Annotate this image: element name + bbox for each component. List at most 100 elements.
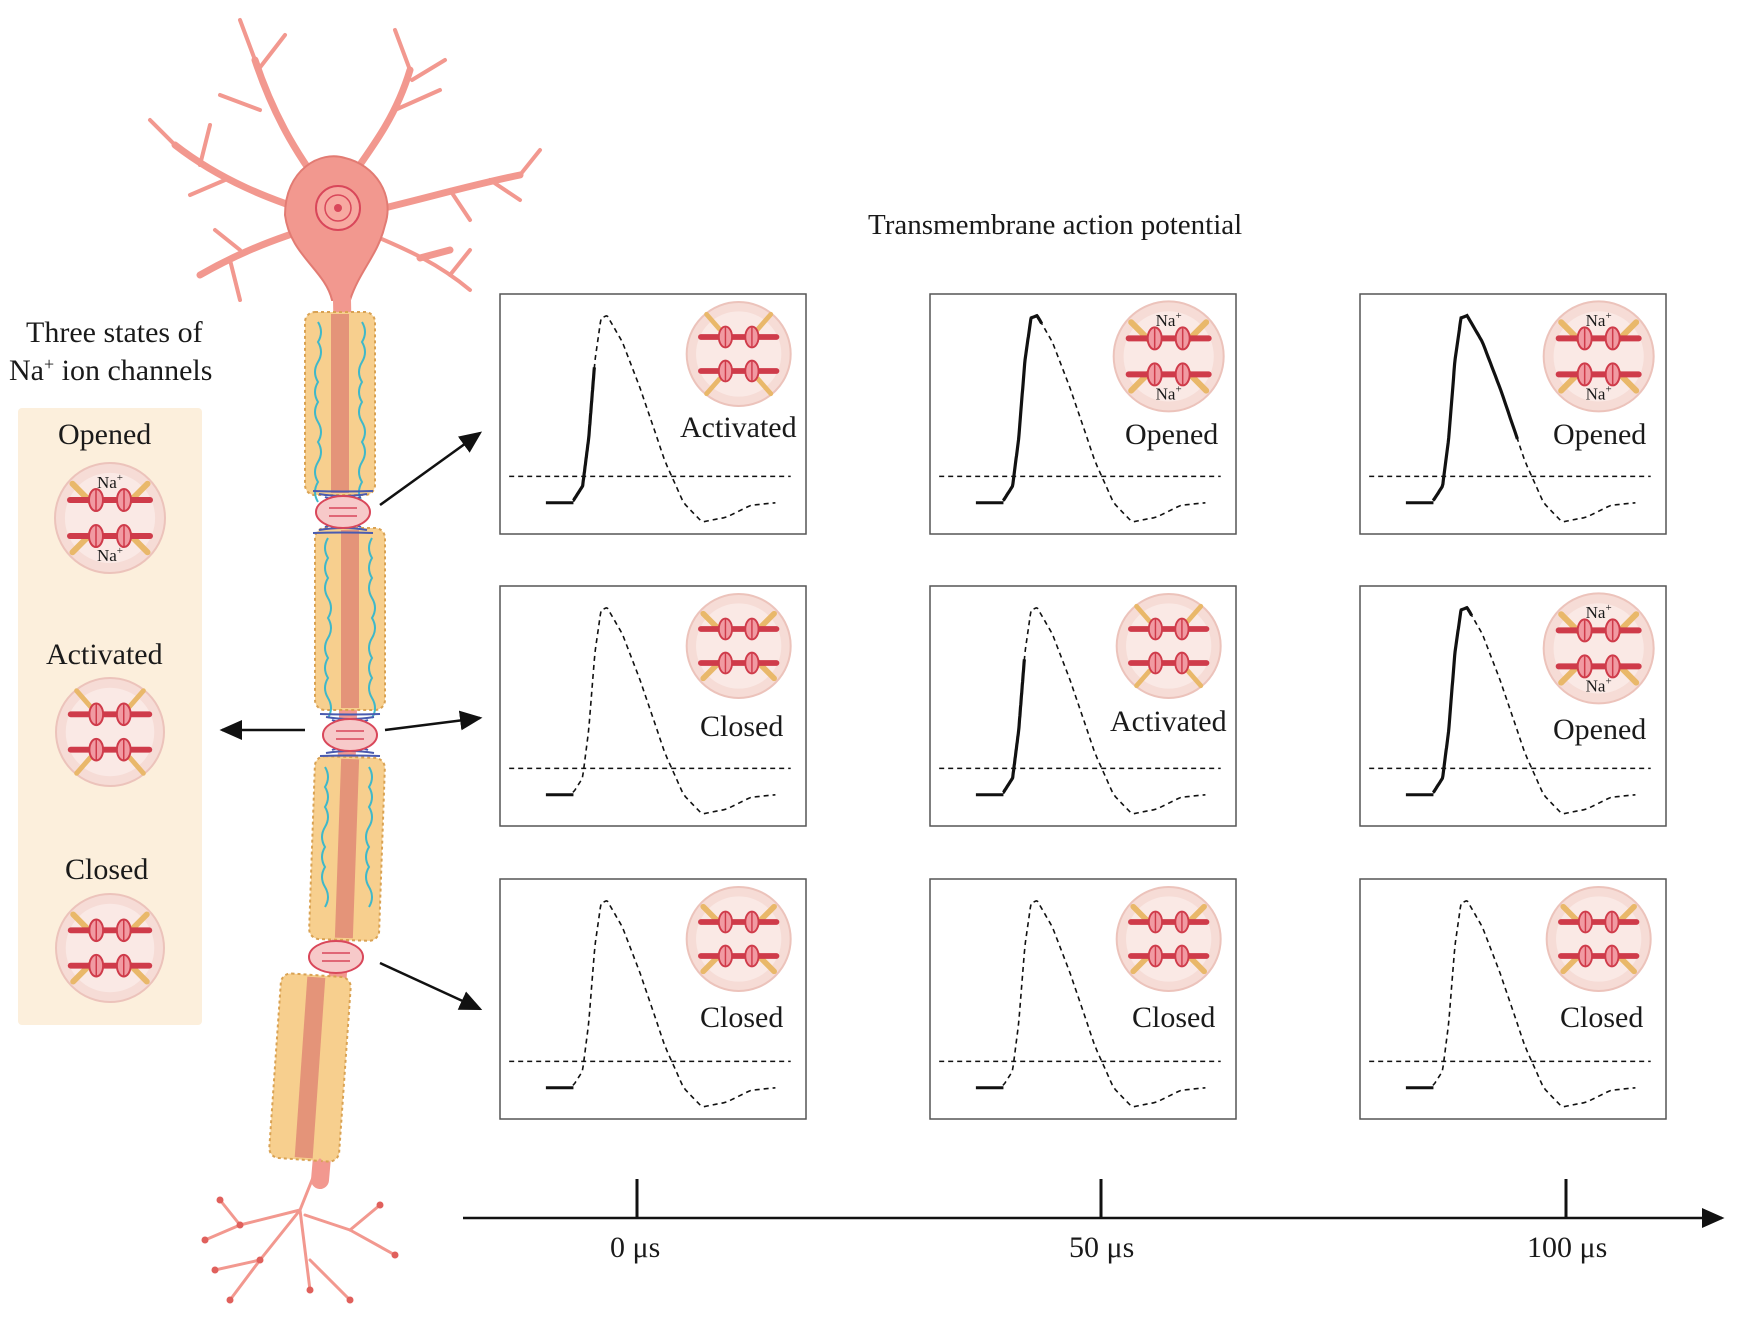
- dendrite: [393, 28, 412, 72]
- connector-arrow: [384, 710, 483, 732]
- legend-heading-line1: Three states of: [26, 316, 203, 349]
- dendrite: [148, 118, 177, 147]
- channel-inner: [65, 687, 155, 777]
- potential-curve-dashed: [1002, 607, 1206, 815]
- na-ion-top-label: Na+: [1586, 310, 1612, 330]
- connector-arrow: [379, 961, 483, 1011]
- legend-icon-opened: Na+ Na+: [54, 462, 166, 574]
- potential-panel-r3c3: [1359, 878, 1667, 1120]
- potential-curve-solid: [1001, 313, 1044, 502]
- synaptic-bouton: [236, 1221, 244, 1229]
- field-line: [319, 754, 381, 757]
- potential-panel-r2c3: Na+ Na+: [1359, 585, 1667, 827]
- legend-label-activated: Activated: [46, 638, 163, 671]
- potential-curve-solid: [1431, 605, 1474, 794]
- potential-panel-r1c1: [499, 293, 807, 535]
- legend-heading-ion: Na: [9, 354, 44, 387]
- na-channel-icon: [685, 301, 792, 407]
- panel-label-r3c3: Closed: [1560, 1001, 1644, 1034]
- potential-curve-dashed: [572, 607, 776, 815]
- local-current: [368, 537, 376, 719]
- channel-arm: [1185, 668, 1204, 689]
- na-ion-bottom-label: Na+: [1586, 383, 1612, 403]
- channel-arm: [127, 755, 146, 776]
- potential-curve-dashed: [1002, 315, 1206, 523]
- axon-terminal: [228, 1258, 262, 1302]
- na-channel-icon: [1545, 886, 1652, 992]
- nucleolus-center: [334, 204, 342, 212]
- potential-panel-grid: Na+Na+Na+Na+Na+Na+: [499, 293, 1667, 1120]
- diagram-title: Transmembrane action potential: [868, 209, 1243, 241]
- dendrite: [238, 18, 257, 62]
- dendrite: [256, 33, 287, 72]
- node-of-ranvier: [322, 718, 378, 752]
- panel-label-r1c2: Opened: [1125, 418, 1219, 451]
- legend-heading-suffix: ion channels: [54, 354, 213, 387]
- dendrite: [518, 148, 542, 177]
- local-current: [358, 321, 366, 503]
- na-channel-icon: [1115, 593, 1222, 699]
- channel-inner: [696, 311, 782, 397]
- neuron-illustration: [148, 18, 542, 1304]
- axon-core: [341, 530, 359, 708]
- dendrite: [488, 178, 522, 202]
- channel-arm: [74, 688, 93, 709]
- time-tick-label-2: 100 μs: [1527, 1231, 1608, 1264]
- na-channel-icon: Na+Na+: [1112, 300, 1225, 413]
- channel-inner: [1126, 603, 1212, 689]
- node-of-ranvier: [308, 940, 364, 974]
- potential-curve-dashed: [1432, 607, 1636, 815]
- synaptic-bouton: [306, 1286, 314, 1294]
- axon-terminal: [348, 1228, 397, 1257]
- synaptic-bouton: [216, 1196, 224, 1204]
- axon-terminal: [213, 1258, 262, 1272]
- channel-arm: [74, 755, 93, 776]
- na-ion-top-label: Na+: [97, 472, 123, 492]
- na-channel-icon: [1115, 886, 1222, 992]
- dendrite: [393, 88, 442, 112]
- local-current: [314, 321, 322, 503]
- dendrite: [448, 188, 472, 222]
- panel-label-r1c1: Activated: [680, 411, 797, 444]
- axon-terminal: [303, 1213, 352, 1232]
- potential-curve-dashed: [1002, 900, 1206, 1108]
- channel-arm: [1185, 603, 1204, 624]
- dendrite: [416, 246, 454, 262]
- potential-panel-r2c2: [929, 585, 1237, 827]
- channel-arm: [755, 376, 774, 397]
- channel-arm: [755, 311, 774, 332]
- panel-label-r3c1: Closed: [700, 1001, 784, 1034]
- field-line: [312, 490, 374, 493]
- time-axis: [463, 1179, 1725, 1228]
- myelin-sheath: [308, 755, 386, 942]
- panel-label-r1c3: Opened: [1553, 418, 1647, 451]
- na-ion-top-label: Na+: [1586, 602, 1612, 622]
- axon-terminal: [258, 1158, 322, 1262]
- field-line: [319, 713, 381, 716]
- dendrite: [188, 178, 227, 197]
- synaptic-bouton: [226, 1296, 234, 1304]
- dendrite: [198, 123, 212, 167]
- axon-terminal: [348, 1203, 382, 1232]
- axon-core: [334, 758, 360, 939]
- myelin-sheath: [304, 311, 376, 496]
- potential-curve-solid: [572, 367, 596, 502]
- axon-terminal: [218, 1198, 242, 1227]
- na-channel-icon: Na+ Na+: [1542, 592, 1655, 705]
- na-channel-icon: Na+ Na+: [1542, 300, 1655, 413]
- na-ion-bottom-label: Na+: [97, 545, 123, 565]
- potential-curve-dashed: [572, 315, 776, 523]
- dendrite: [213, 228, 242, 252]
- time-tick-label-1: 50 μs: [1069, 1231, 1135, 1264]
- na-ion-bottom-label: Na+: [1586, 675, 1612, 695]
- legend-heading-line2: Na+ ion channels: [9, 354, 213, 387]
- dendrite: [228, 258, 242, 302]
- axon-core: [331, 314, 349, 493]
- field-line: [312, 531, 374, 534]
- local-current: [365, 766, 373, 908]
- potential-panel-r3c2: [929, 878, 1237, 1120]
- legend-icon-activated: [55, 677, 165, 787]
- node-of-ranvier: [315, 495, 371, 529]
- dendrite: [448, 248, 472, 277]
